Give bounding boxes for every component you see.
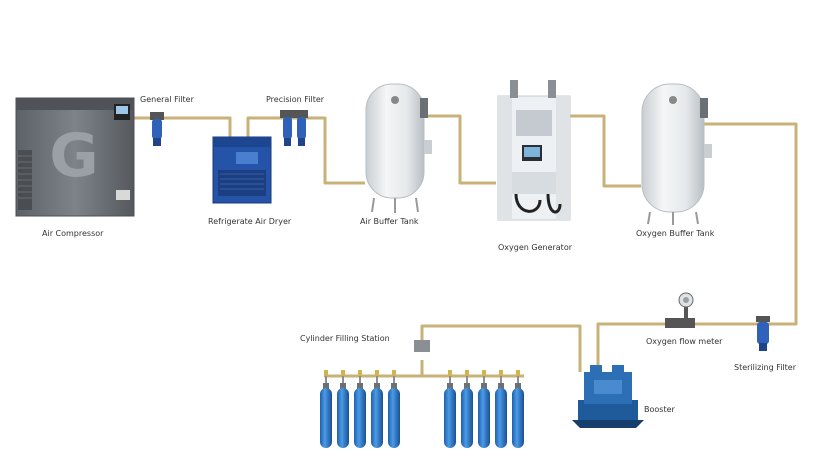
air-buffer-tank	[365, 83, 432, 213]
cylinder-filling-station	[320, 340, 524, 448]
label-sterilizing-filter: Sterilizing Filter	[734, 363, 797, 372]
oxygen-cylinder	[444, 370, 456, 448]
oxygen-cylinder	[495, 370, 507, 448]
oxygen-cylinder	[478, 370, 490, 448]
oxygen-cylinder	[461, 370, 473, 448]
oxygen-cylinder	[388, 370, 400, 448]
labels: General Filter Precision Filter Air Comp…	[42, 95, 797, 414]
oxygen-flow-meter	[665, 292, 695, 328]
oxygen-cylinder	[512, 370, 524, 448]
air-compressor: G	[15, 97, 135, 217]
pipe-booster-to-station	[420, 324, 582, 372]
label-cylinder-filling-station: Cylinder Filling Station	[300, 334, 390, 343]
oxygen-cylinder	[371, 370, 383, 448]
pipe-compressor-to-dryer	[134, 116, 232, 138]
cylinder-group-right	[444, 370, 524, 448]
pipe-dryer-to-buffer-tank	[246, 116, 365, 185]
label-air-buffer-tank: Air Buffer Tank	[360, 217, 419, 226]
oxygen-buffer-tank	[641, 83, 712, 225]
oxygen-cylinder	[320, 370, 332, 448]
pipeline	[134, 114, 798, 378]
booster	[572, 365, 644, 428]
label-oxygen-flow-meter: Oxygen flow meter	[646, 337, 723, 346]
label-precision-filter: Precision Filter	[266, 95, 325, 104]
label-oxygen-buffer-tank: Oxygen Buffer Tank	[636, 229, 715, 238]
pipe-generator-to-oxygen-tank	[568, 114, 641, 188]
compressor-logo: G	[49, 121, 98, 191]
general-filter	[150, 112, 164, 146]
oxygen-cylinder	[337, 370, 349, 448]
precision-filter	[280, 110, 308, 146]
label-oxygen-generator: Oxygen Generator	[498, 243, 573, 252]
oxygen-generator	[497, 80, 571, 221]
sterilizing-filter	[756, 316, 770, 351]
pipe-manifold-left	[324, 360, 424, 378]
pipe-oxygen-tank-to-sterilizer	[596, 122, 798, 365]
pipe-tank-to-generator	[423, 114, 496, 185]
label-general-filter: General Filter	[140, 95, 195, 104]
cylinder-group-left	[320, 370, 400, 448]
oxygen-cylinder	[354, 370, 366, 448]
label-refrigerate-air-dryer: Refrigerate Air Dryer	[208, 217, 292, 226]
label-air-compressor: Air Compressor	[42, 229, 104, 238]
refrigerate-air-dryer	[212, 136, 272, 204]
label-booster: Booster	[644, 405, 676, 414]
